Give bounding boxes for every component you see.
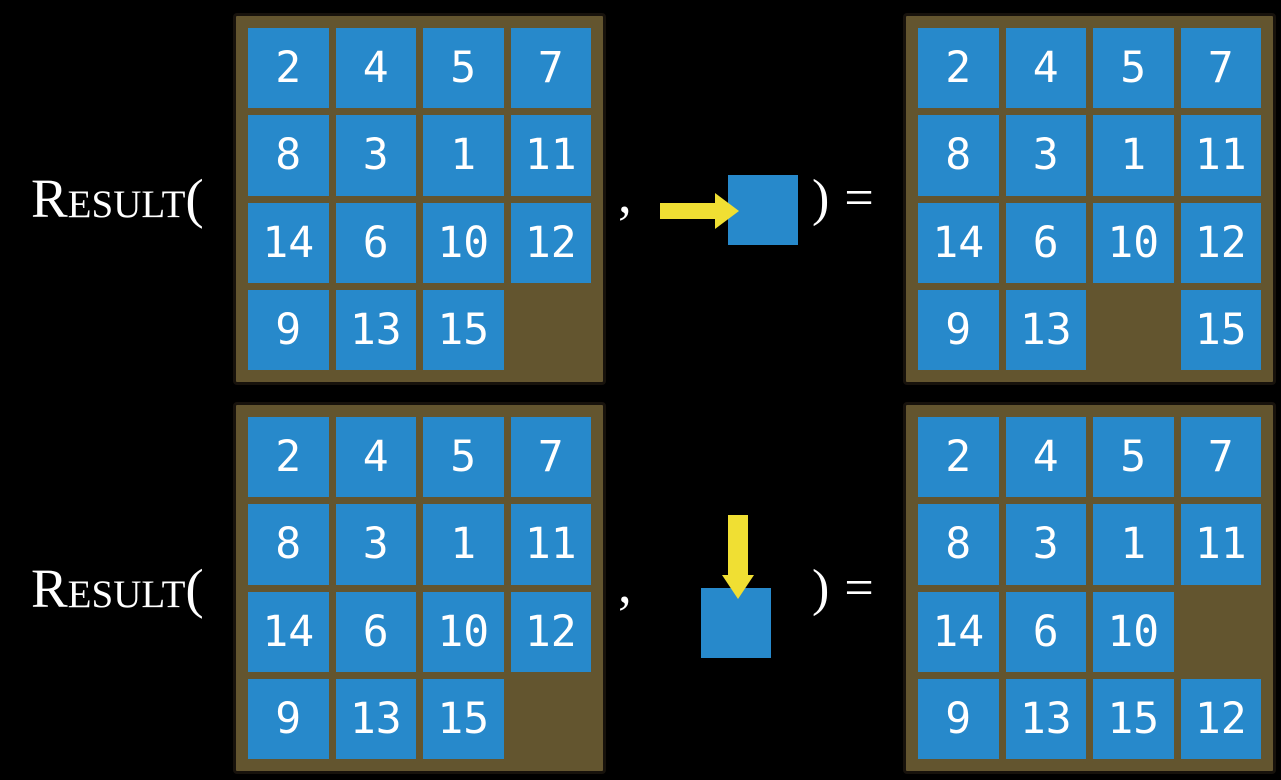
puzzle-tile: 9 xyxy=(248,289,329,370)
puzzle-tile: 14 xyxy=(918,591,999,672)
puzzle-tile: 15 xyxy=(1093,678,1174,759)
puzzle-tile: 6 xyxy=(335,202,416,283)
puzzle-tile: 15 xyxy=(423,289,504,370)
puzzle-tile: 1 xyxy=(423,504,504,585)
puzzle-tile: 11 xyxy=(1180,504,1261,585)
puzzle-tile: 7 xyxy=(510,417,591,498)
puzzle-tile: 13 xyxy=(1005,678,1086,759)
puzzle-tile: 3 xyxy=(335,504,416,585)
blank-cell xyxy=(511,290,592,370)
result-function-label: Result( xyxy=(31,167,204,229)
puzzle-tile: 11 xyxy=(1180,115,1261,196)
blank-cell xyxy=(1093,290,1174,370)
comma-separator: , xyxy=(618,552,632,614)
puzzle-tile: 10 xyxy=(1093,591,1174,672)
puzzle-tile: 4 xyxy=(335,417,416,498)
blank-cell xyxy=(511,679,592,759)
arrow-down-icon xyxy=(722,575,754,599)
puzzle-tile: 5 xyxy=(423,417,504,498)
puzzle-tile: 3 xyxy=(335,115,416,196)
puzzle-tile: 10 xyxy=(1093,202,1174,283)
puzzle-tile: 8 xyxy=(248,115,329,196)
puzzle-tile: 9 xyxy=(918,678,999,759)
puzzle-tile: 14 xyxy=(248,591,329,672)
puzzle-tile: 3 xyxy=(1005,504,1086,585)
blank-cell xyxy=(1181,592,1262,672)
puzzle-tile: 11 xyxy=(510,504,591,585)
puzzle-tile: 12 xyxy=(510,591,591,672)
puzzle-tile: 10 xyxy=(423,591,504,672)
puzzle-tile: 2 xyxy=(918,28,999,109)
puzzle-tile: 6 xyxy=(335,591,416,672)
puzzle-tile: 12 xyxy=(1180,202,1261,283)
puzzle-tile: 14 xyxy=(248,202,329,283)
puzzle-tile: 8 xyxy=(248,504,329,585)
puzzle-tile: 8 xyxy=(918,115,999,196)
arrow-down-shaft xyxy=(728,515,748,577)
blank-tile-square xyxy=(701,588,771,658)
puzzle-tile: 13 xyxy=(335,289,416,370)
puzzle-tile: 8 xyxy=(918,504,999,585)
close-paren-equals: ) = xyxy=(812,559,875,617)
puzzle-tile: 1 xyxy=(1093,115,1174,196)
blank-tile-square xyxy=(728,175,798,245)
puzzle-tile: 2 xyxy=(918,417,999,498)
puzzle-tile: 15 xyxy=(1180,289,1261,370)
puzzle-tile: 1 xyxy=(1093,504,1174,585)
puzzle-tile: 6 xyxy=(1005,591,1086,672)
puzzle-tile: 6 xyxy=(1005,202,1086,283)
puzzle-tile: 7 xyxy=(1180,417,1261,498)
puzzle-tile: 12 xyxy=(510,202,591,283)
puzzle-tile: 3 xyxy=(1005,115,1086,196)
puzzle-tile: 5 xyxy=(423,28,504,109)
comma-separator: , xyxy=(618,162,632,224)
puzzle-tile: 4 xyxy=(335,28,416,109)
puzzle-tile: 9 xyxy=(248,678,329,759)
move-down-action xyxy=(700,512,774,660)
puzzle-tile: 4 xyxy=(1005,28,1086,109)
puzzle-tile: 10 xyxy=(423,202,504,283)
arrow-right-shaft xyxy=(660,203,716,219)
arrow-right-icon xyxy=(715,193,739,229)
puzzle-tile: 12 xyxy=(1180,678,1261,759)
result-function-label: Result( xyxy=(31,557,204,619)
puzzle-tile: 5 xyxy=(1093,28,1174,109)
puzzle-tile: 2 xyxy=(248,417,329,498)
puzzle-tile: 11 xyxy=(510,115,591,196)
puzzle-tile: 15 xyxy=(423,678,504,759)
move-right-action xyxy=(655,172,800,248)
close-paren-equals: ) = xyxy=(812,169,875,227)
puzzle-tile: 14 xyxy=(918,202,999,283)
puzzle-tile: 7 xyxy=(1180,28,1261,109)
puzzle-tile: 2 xyxy=(248,28,329,109)
puzzle-tile: 4 xyxy=(1005,417,1086,498)
puzzle-tile: 5 xyxy=(1093,417,1174,498)
puzzle-tile: 7 xyxy=(510,28,591,109)
puzzle-tile: 13 xyxy=(1005,289,1086,370)
puzzle-tile: 1 xyxy=(423,115,504,196)
puzzle-tile: 13 xyxy=(335,678,416,759)
puzzle-tile: 9 xyxy=(918,289,999,370)
